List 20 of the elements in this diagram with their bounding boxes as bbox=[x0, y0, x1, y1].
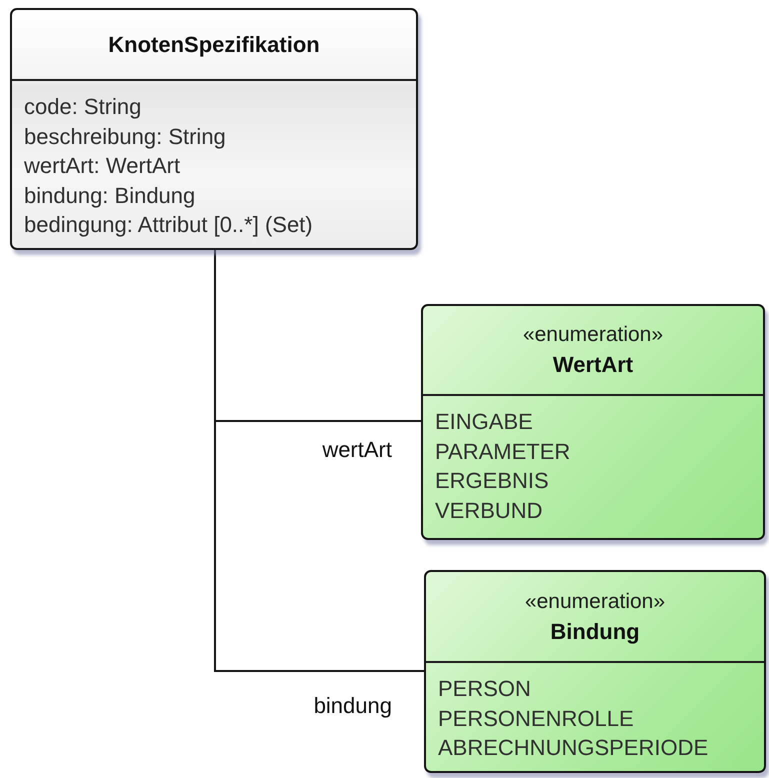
enumeration-box bbox=[424, 570, 766, 773]
attribute-text: bindung: Bindung bbox=[24, 182, 196, 210]
enum-literal: VERBUND bbox=[435, 496, 543, 524]
enum-literal: ERGEBNIS bbox=[435, 467, 549, 495]
enum-literal: PERSONENROLLE bbox=[438, 704, 634, 732]
enumeration-name: WertArt bbox=[552, 351, 634, 379]
class-box bbox=[10, 8, 418, 250]
attribute-text: bedingung: Attribut [0..*] (Set) bbox=[24, 211, 313, 239]
enumeration-name: Bindung bbox=[550, 618, 640, 646]
class-name: KnotenSpezifikation bbox=[108, 30, 320, 59]
enum-literal: PARAMETER bbox=[435, 438, 570, 466]
attribute-text: code: String bbox=[24, 93, 142, 121]
enumeration-box bbox=[421, 304, 765, 540]
attribute-text: beschreibung: String bbox=[24, 122, 226, 151]
stereotype-label: «enumeration» bbox=[524, 588, 666, 614]
enum-literal: EINGABE bbox=[435, 408, 533, 436]
enum-literal: PERSON bbox=[438, 675, 531, 703]
enum-literal: ABRECHNUNGSPERIODE bbox=[438, 734, 708, 762]
attribute-text: wertArt: WertArt bbox=[24, 152, 180, 180]
stereotype-label: «enumeration» bbox=[522, 322, 664, 348]
